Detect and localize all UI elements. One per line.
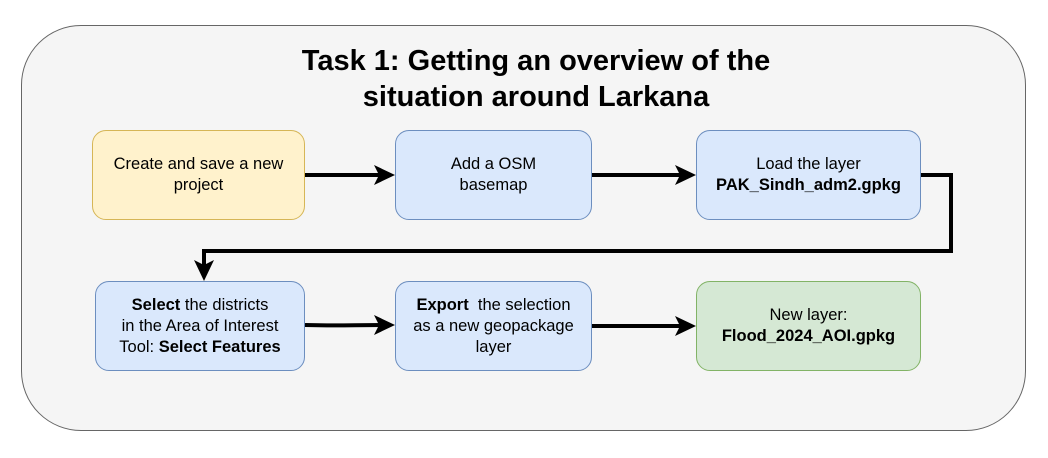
node-add-osm-basemap[interactable]: Add a OSM basemap [395,130,592,220]
node-text-bold: PAK_Sindh_adm2.gpkg [716,176,901,194]
node-select-districts[interactable]: Select the districts in the Area of Inte… [95,281,305,371]
node-text: Create and save a new [113,155,284,173]
node-new-layer[interactable]: New layer: Flood_2024_AOI.gpkg [696,281,921,371]
node-text-bold: Export [416,295,469,314]
node-text-bold: Select [131,295,181,314]
node-create-project[interactable]: Create and save a new project [92,130,305,220]
node-text-bold: Flood_2024_AOI.gpkg [721,327,896,345]
node-text: Tool: [119,337,159,356]
node-text: as a new geopackage [413,316,574,335]
title-line-1: Task 1: Getting an overview of the [301,45,771,77]
node-text: in the Area of Interest [121,316,279,335]
diagram-title: Task 1: Getting an overview of the situa… [0,43,1048,115]
node-load-layer[interactable]: Load the layer PAK_Sindh_adm2.gpkg [696,130,921,220]
title-line-2: situation around Larkana [362,81,710,113]
node-text: basemap [459,176,528,194]
node-text: layer [475,337,512,356]
node-text: Load the layer [756,155,861,173]
node-text: project [173,176,224,194]
node-text: Add a OSM [450,155,537,173]
node-text: New layer: [769,306,848,324]
node-text-bold: Select Features [158,337,281,356]
node-text: the selection [468,295,571,314]
node-text: the districts [180,295,269,314]
node-export-selection[interactable]: Export the selection as a new geopackage… [395,281,592,371]
